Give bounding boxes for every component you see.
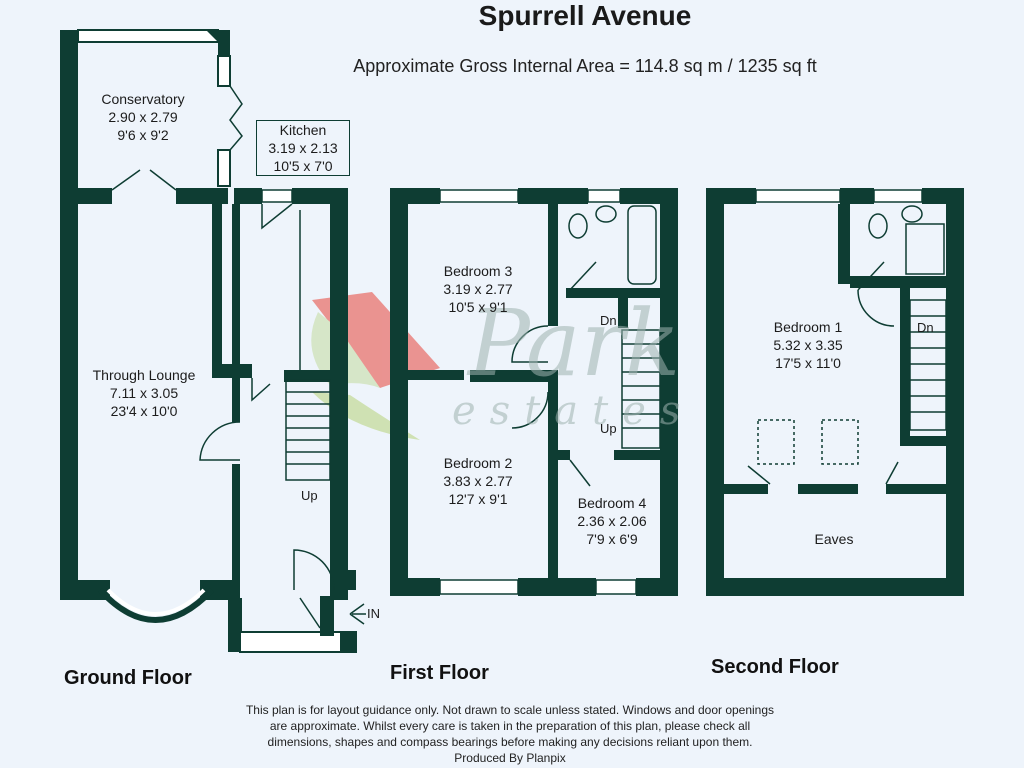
room-name: Eaves [814, 531, 854, 547]
disclaimer-line: are approximate. Whilst every care is ta… [269, 719, 751, 733]
room-imperial: 17'5 x 11'0 [775, 355, 841, 371]
room-imperial: 7'9 x 6'9 [586, 531, 638, 547]
room-kitchen: Kitchen 3.19 x 2.13 10'5 x 7'0 [256, 120, 350, 176]
room-name: Through Lounge [92, 367, 196, 383]
room-bedroom-3: Bedroom 3 3.19 x 2.77 10'5 x 9'1 [418, 262, 538, 316]
walls [60, 29, 964, 653]
room-metric: 2.90 x 2.79 [108, 109, 178, 125]
room-name: Bedroom 1 [773, 319, 843, 335]
page-title: Spurrell Avenue [478, 0, 692, 31]
stair-label-second-dn: Dn [917, 320, 934, 335]
room-metric: 3.19 x 2.13 [268, 140, 338, 156]
floor-label-first: First Floor [390, 662, 489, 684]
entrance-label: IN [367, 606, 380, 621]
windows [261, 189, 923, 595]
room-eaves: Eaves [796, 530, 872, 548]
watermark-subtext: estates [452, 388, 695, 434]
room-metric: 3.83 x 2.77 [443, 473, 513, 489]
room-name: Bedroom 3 [443, 263, 513, 279]
room-bedroom-1: Bedroom 1 5.32 x 3.35 17'5 x 11'0 [758, 318, 858, 372]
room-imperial: 23'4 x 10'0 [110, 403, 178, 419]
disclaimer-line: This plan is for layout guidance only. N… [245, 703, 775, 717]
stair-label-first-dn: Dn [600, 313, 617, 328]
disclaimer: This plan is for layout guidance only. N… [200, 702, 820, 766]
room-conservatory: Conservatory 2.90 x 2.79 9'6 x 9'2 [88, 90, 198, 144]
room-name: Conservatory [101, 91, 185, 107]
producer-credit: Produced By Planpix [454, 751, 566, 765]
area-subtitle: Approximate Gross Internal Area = 114.8 … [353, 56, 817, 76]
room-name: Kitchen [279, 122, 327, 138]
room-imperial: 9'6 x 9'2 [117, 127, 169, 143]
room-bedroom-4: Bedroom 4 2.36 x 2.06 7'9 x 6'9 [566, 494, 658, 548]
room-name: Bedroom 2 [443, 455, 513, 471]
watermark-text: Park [468, 290, 681, 397]
room-metric: 7.11 x 3.05 [109, 385, 179, 401]
floor-label-ground: Ground Floor [64, 667, 192, 689]
room-metric: 3.19 x 2.77 [443, 281, 513, 297]
room-name: Bedroom 4 [577, 495, 647, 511]
room-metric: 2.36 x 2.06 [577, 513, 647, 529]
doors-and-fixtures [111, 85, 947, 629]
room-imperial: 10'5 x 7'0 [273, 158, 333, 174]
floor-label-second: Second Floor [711, 656, 839, 678]
disclaimer-line: dimensions, shapes and compass bearings … [267, 735, 753, 749]
room-bedroom-2: Bedroom 2 3.83 x 2.77 12'7 x 9'1 [418, 454, 538, 508]
room-through-lounge: Through Lounge 7.11 x 3.05 23'4 x 10'0 [78, 366, 210, 420]
room-metric: 5.32 x 3.35 [773, 337, 843, 353]
stair-label-ground-up: Up [301, 488, 318, 503]
room-imperial: 12'7 x 9'1 [448, 491, 508, 507]
room-imperial: 10'5 x 9'1 [448, 299, 508, 315]
stair-label-first-up: Up [600, 421, 617, 436]
